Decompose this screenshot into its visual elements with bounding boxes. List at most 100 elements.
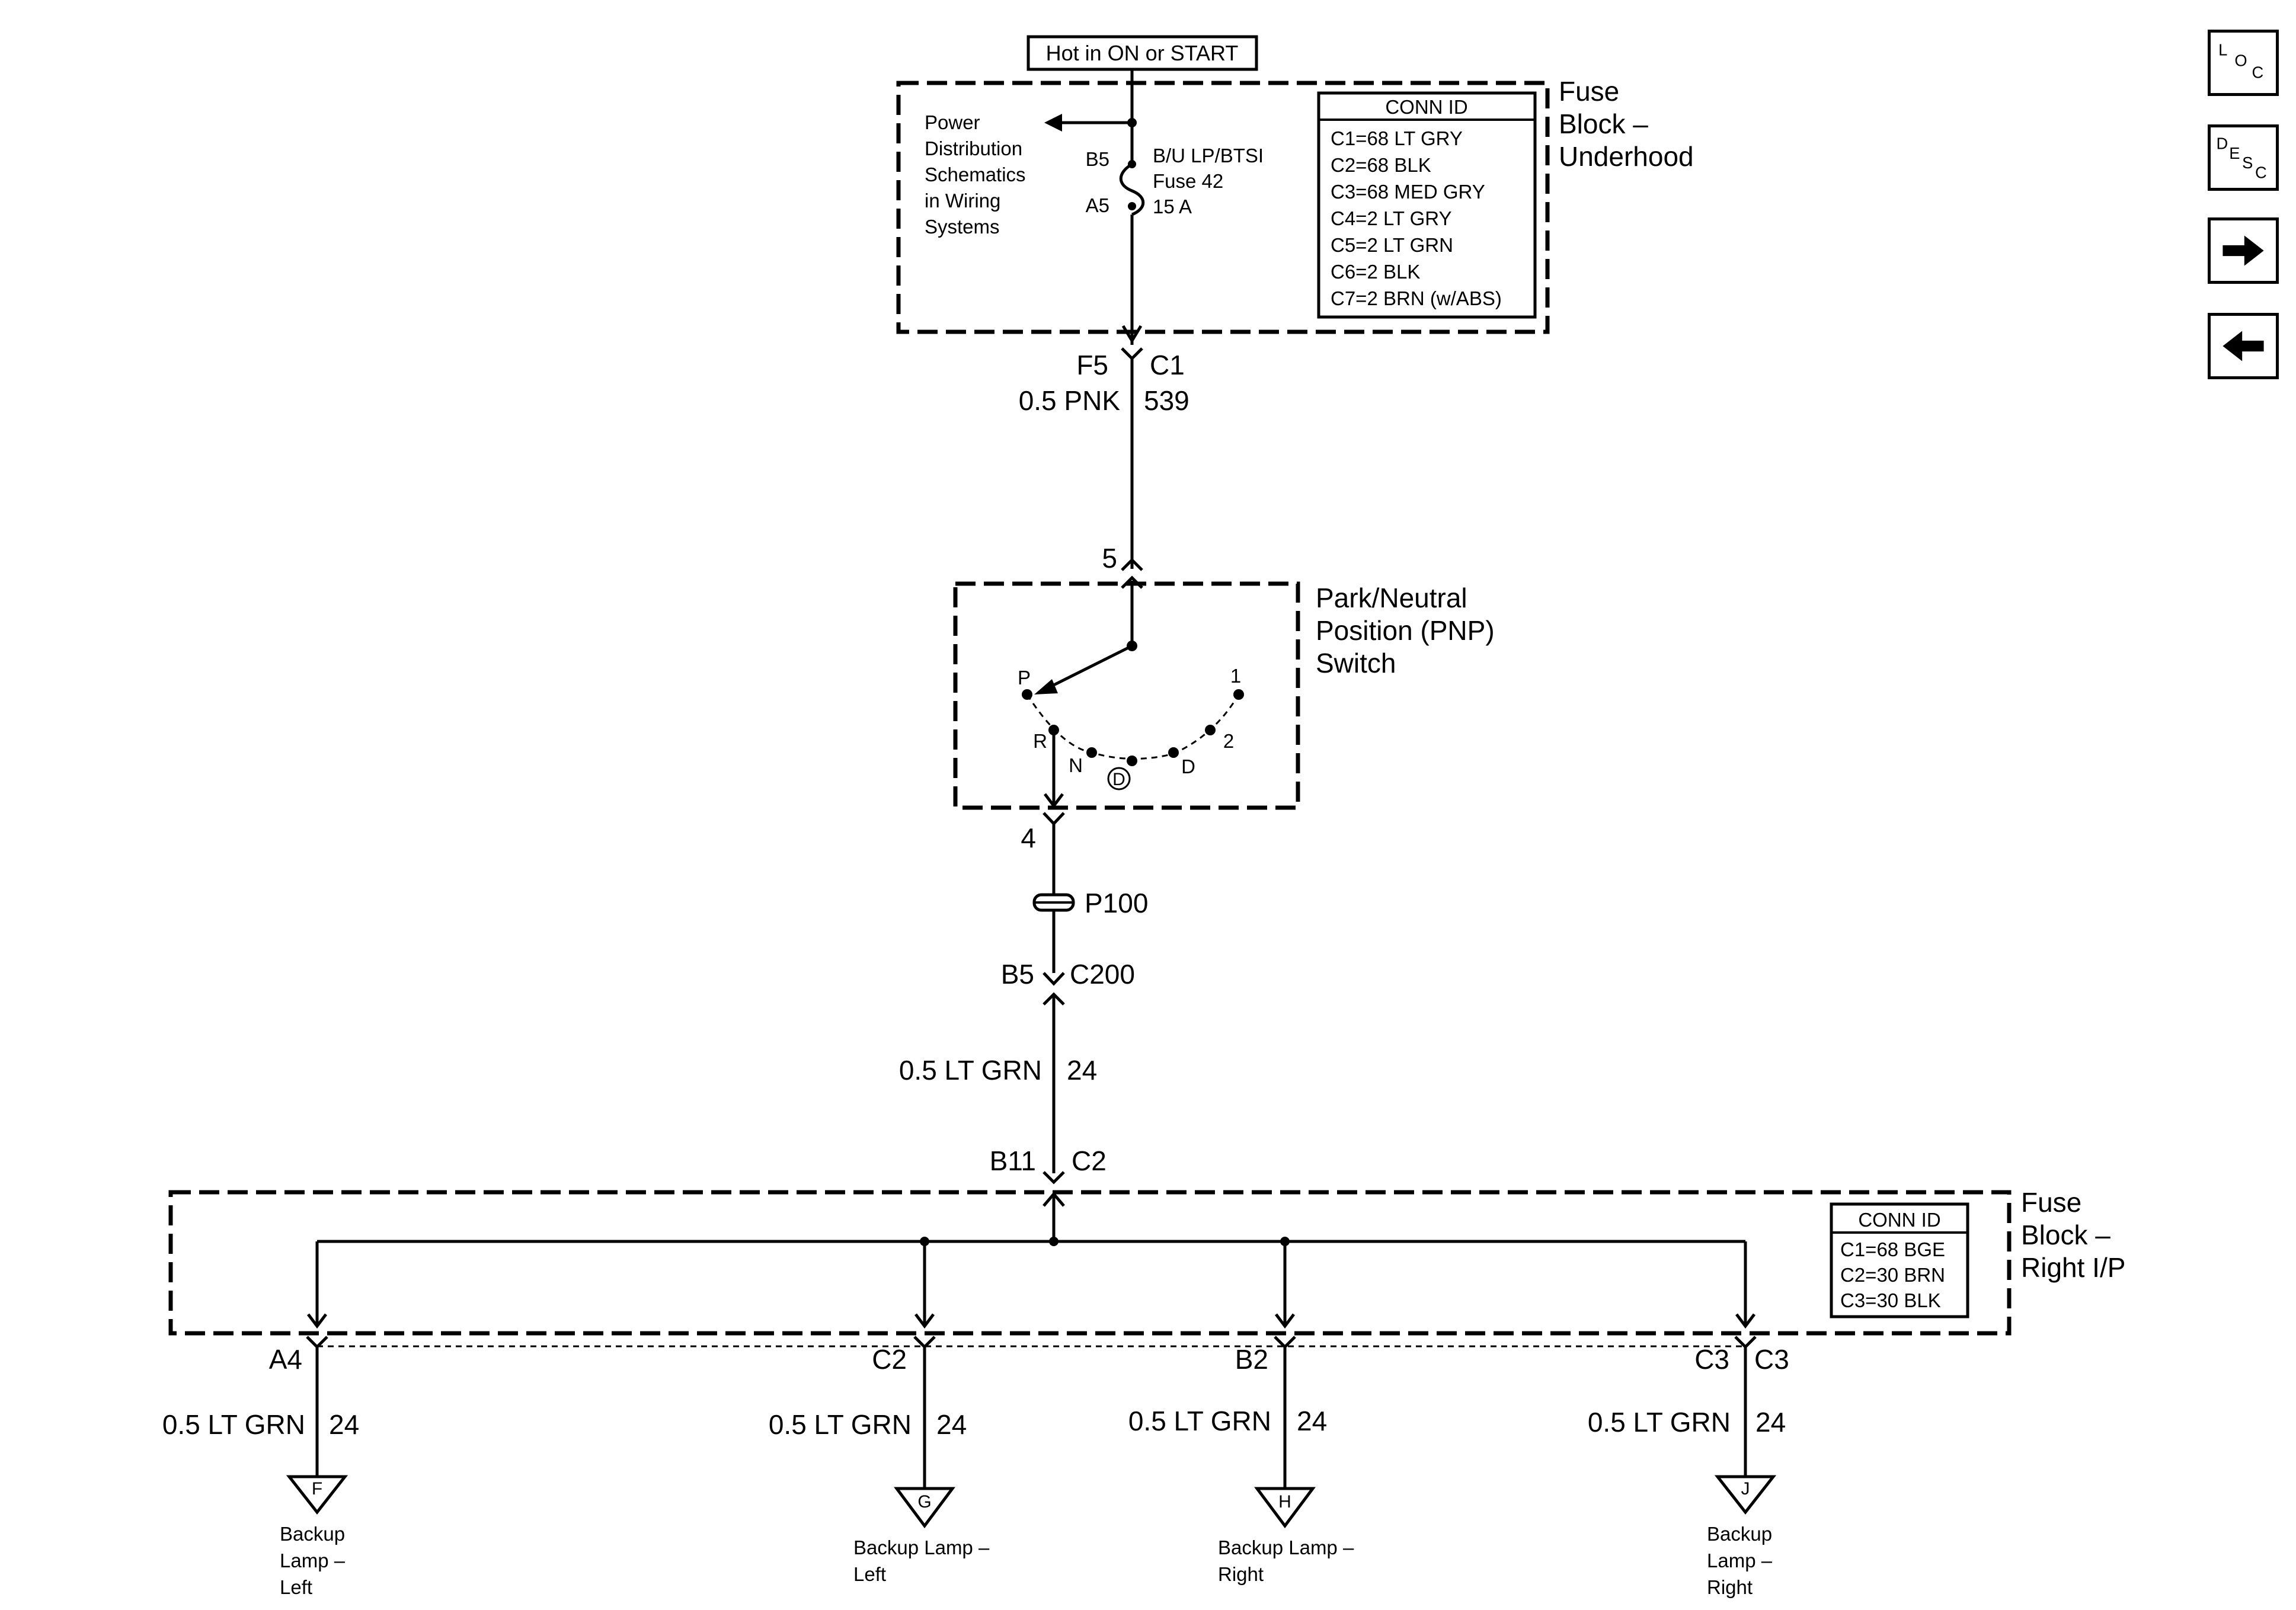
conn-id-row: C5=2 LT GRN <box>1331 234 1453 256</box>
pnp-output-connector <box>1043 812 1065 826</box>
fuse-42-symbol <box>1119 162 1145 216</box>
power-distribution-ref-4: in Wiring <box>925 190 1000 212</box>
output-c3-circuit: 24 <box>1755 1407 1786 1438</box>
conn-id-row: C6=2 BLK <box>1331 261 1420 283</box>
ground-g-label: G <box>917 1492 931 1512</box>
ground-h-label: H <box>1278 1492 1291 1512</box>
conn-id-row: C2=68 BLK <box>1331 154 1431 176</box>
pnp-pos-p: P <box>1018 667 1031 689</box>
fuse-block-underhood-title-3: Underhood <box>1559 141 1694 172</box>
connector-c1-symbol <box>1121 347 1143 361</box>
previous-page-button[interactable] <box>2208 313 2279 379</box>
pnp-pos-2: 2 <box>1223 730 1234 752</box>
ground-j-icon <box>1714 1475 1777 1515</box>
ground-g-icon <box>894 1487 955 1529</box>
arrow-left-icon <box>2223 331 2264 361</box>
lamp-left-a-2: Lamp – <box>280 1550 346 1571</box>
pnp-arm-arrowhead-icon <box>1034 679 1058 694</box>
pnp-pos-d-circle-icon <box>1107 767 1131 790</box>
wire-2-circuit: 24 <box>1067 1055 1097 1086</box>
description-button[interactable]: D E S C <box>2208 124 2279 191</box>
wire-3-conn: C2 <box>1072 1145 1107 1176</box>
ground-h-icon <box>1254 1487 1316 1529</box>
lamp-left-a-3: Left <box>280 1576 312 1598</box>
conn-id-table-ip: CONN ID C1=68 BGE C2=30 BRN C3=30 BLK <box>1830 1202 1969 1318</box>
pnp-switch-title-3: Switch <box>1316 648 1396 678</box>
pnp-pos-n: N <box>1069 754 1083 776</box>
desc-letter-d: D <box>2216 134 2228 152</box>
wire-3-pin: B11 <box>990 1145 1036 1176</box>
conn-id-row: C2=30 BRN <box>1840 1264 1945 1286</box>
fuse-block-underhood-title-1: Fuse <box>1559 76 1619 107</box>
pnp-input-connector <box>1121 558 1143 571</box>
conn-id-row: C7=2 BRN (w/ABS) <box>1331 287 1502 309</box>
desc-letter-e: E <box>2229 144 2240 162</box>
pnp-pos-d: D <box>1181 756 1195 777</box>
pnp-switch-title-1: Park/Neutral <box>1316 582 1467 613</box>
conn-id-row: C3=68 MED GRY <box>1331 181 1485 203</box>
output-c3-pin: C3 <box>1694 1344 1729 1375</box>
pnp-pos-1: 1 <box>1230 665 1241 687</box>
lamp-right-b-2: Lamp – <box>1707 1550 1773 1571</box>
ground-f-label: F <box>312 1479 322 1499</box>
fuse-block-ip-boundary <box>168 1190 2012 1336</box>
power-distribution-arrow-icon <box>1044 114 1062 132</box>
next-page-button[interactable] <box>2208 217 2279 284</box>
pnp-pin-out: 4 <box>1021 822 1036 853</box>
output-c2-gauge-color: 0.5 LT GRN <box>769 1409 912 1440</box>
wire-1-circuit: 539 <box>1144 385 1189 416</box>
conn-id-table-underhood: CONN ID C1=68 LT GRY C2=68 BLK C3=68 MED… <box>1317 91 1537 319</box>
output-c3-gauge-color: 0.5 LT GRN <box>1588 1407 1731 1438</box>
wire-1-conn: C1 <box>1150 350 1185 380</box>
pnp-pin-in: 5 <box>1102 543 1117 574</box>
wire-1-gauge-color: 0.5 PNK <box>1019 385 1121 416</box>
output-branch-b2 <box>1254 1241 1316 1529</box>
location-button[interactable]: L O C <box>2208 30 2279 96</box>
hot-label: Hot in ON or START <box>1046 41 1239 65</box>
desc-letter-c: C <box>2255 164 2267 182</box>
fuse-block-underhood-boundary <box>896 81 1550 334</box>
output-branch-a4 <box>286 1241 348 1515</box>
lamp-right-a-1: Backup Lamp – <box>1218 1537 1354 1558</box>
connector-c200-symbol <box>1043 972 1065 986</box>
conn-id-row: C4=2 LT GRY <box>1331 207 1452 229</box>
loc-letter-l: L <box>2218 40 2227 59</box>
conn-id-row: C1=68 BGE <box>1840 1238 1945 1260</box>
output-a4-circuit: 24 <box>329 1409 359 1440</box>
pnp-pos-d-circle: D <box>1112 770 1125 789</box>
fuse-block-ip-title-2: Block – <box>2021 1219 2110 1250</box>
output-branch-c3 <box>1714 1241 1777 1515</box>
conn-id-row: C3=30 BLK <box>1840 1289 1941 1311</box>
output-branch-c2 <box>894 1241 955 1529</box>
output-b2-circuit: 24 <box>1297 1406 1327 1436</box>
wire-2-conn: C200 <box>1070 959 1135 990</box>
lamp-left-b-1: Backup Lamp – <box>853 1537 990 1558</box>
fuse-label-3: 15 A <box>1153 196 1192 217</box>
lamp-right-b-3: Right <box>1707 1576 1753 1598</box>
output-c2-circuit: 24 <box>936 1409 967 1440</box>
splice-label: P100 <box>1085 888 1148 918</box>
desc-letter-s: S <box>2242 153 2253 172</box>
fuse-block-ip-title-3: Right I/P <box>2021 1252 2125 1283</box>
output-b2-pin: B2 <box>1235 1344 1268 1375</box>
ground-f-icon <box>286 1475 348 1515</box>
output-c2-pin: C2 <box>872 1344 907 1375</box>
fuse-label-2: Fuse 42 <box>1153 170 1223 192</box>
fuse-block-underhood-title-2: Block – <box>1559 108 1648 139</box>
power-distribution-ref-1: Power <box>925 111 980 133</box>
pnp-pos-r: R <box>1033 730 1047 752</box>
conn-id-row: C1=68 LT GRY <box>1331 127 1463 149</box>
arrow-right-icon <box>2223 235 2264 266</box>
loc-letter-o: O <box>2234 51 2247 69</box>
conn-id-header: CONN ID <box>1385 96 1467 118</box>
conn-id-header: CONN ID <box>1858 1209 1940 1231</box>
power-distribution-ref-3: Schematics <box>925 164 1026 185</box>
fuse-pin-out: A5 <box>1086 194 1109 216</box>
fuse-block-ip-title-1: Fuse <box>2021 1187 2081 1218</box>
fuse-label-1: B/U LP/BTSI <box>1153 145 1264 167</box>
ground-j-label: J <box>1741 1479 1750 1499</box>
wire-1-pin: F5 <box>1076 350 1108 380</box>
lamp-left-a-1: Backup <box>280 1523 345 1545</box>
power-distribution-ref-5: Systems <box>925 216 1000 238</box>
